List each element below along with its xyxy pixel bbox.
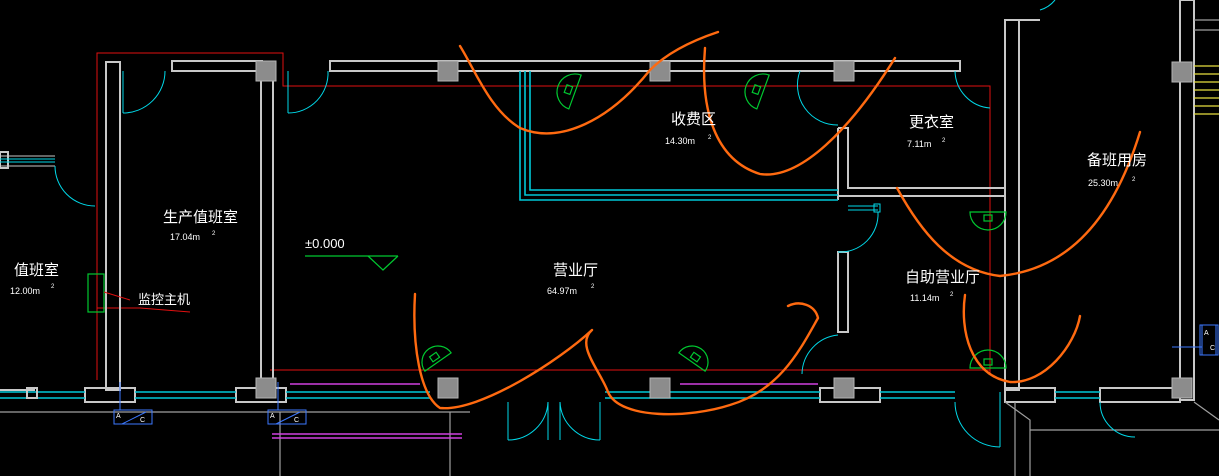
camera-icon xyxy=(556,73,582,110)
column xyxy=(649,60,671,82)
camera-icon xyxy=(969,211,1007,231)
room-locker: 更衣室 7.11m 2 xyxy=(907,113,954,149)
room-duty: 值班室 12.00m 2 xyxy=(10,261,59,296)
section-tag-sub: C xyxy=(294,417,299,424)
section-tag-sub: C xyxy=(1210,345,1215,352)
svg-text:2: 2 xyxy=(950,292,954,298)
room-area: 25.30m xyxy=(1088,178,1118,188)
beam-lines xyxy=(272,383,818,439)
monitor-host-device xyxy=(87,273,131,313)
column xyxy=(437,60,459,82)
camera-icon xyxy=(421,345,452,373)
monitor-host-label: 监控主机 xyxy=(138,293,190,308)
room-name: 营业厅 xyxy=(553,261,598,279)
section-tag-1: A C xyxy=(113,382,153,425)
camera-symbols xyxy=(421,73,1007,373)
coverage-markup-curves xyxy=(413,30,1142,416)
section-tag-3: A C xyxy=(1199,324,1219,356)
column xyxy=(1171,61,1193,83)
room-area: 17.04m xyxy=(170,232,200,242)
level-mark-label: ±0.000 xyxy=(305,236,345,251)
section-tag-sub: C xyxy=(140,417,145,424)
camera-icon xyxy=(969,349,1007,369)
column xyxy=(255,377,277,399)
column xyxy=(255,60,277,82)
room-name: 生产值班室 xyxy=(163,208,238,226)
room-name: 备班用房 xyxy=(1087,151,1147,169)
svg-text:2: 2 xyxy=(1132,177,1136,183)
column xyxy=(437,377,459,399)
structural-columns xyxy=(26,60,1193,399)
column xyxy=(1171,377,1193,399)
door-swings xyxy=(54,0,1136,448)
level-marker: ±0.000 xyxy=(305,236,399,271)
svg-text:2: 2 xyxy=(708,135,712,141)
room-area: 12.00m xyxy=(10,286,40,296)
svg-text:2: 2 xyxy=(51,284,55,290)
room-fee-area: 收费区 14.30m 2 xyxy=(665,110,716,146)
staircase xyxy=(1172,65,1219,356)
windows xyxy=(0,71,1100,399)
room-name: 值班室 xyxy=(14,261,59,279)
camera-icon xyxy=(744,73,770,110)
column xyxy=(833,377,855,399)
room-name: 自助营业厅 xyxy=(905,268,980,286)
section-tag-letter: A xyxy=(116,413,121,420)
section-tag-letter: A xyxy=(1204,330,1209,337)
room-business-hall: 营业厅 64.97m 2 xyxy=(547,261,598,296)
svg-text:2: 2 xyxy=(942,138,946,144)
section-tag-letter: A xyxy=(270,413,275,420)
column xyxy=(833,60,855,82)
room-boundary-lines xyxy=(96,52,991,380)
column xyxy=(649,377,671,399)
room-production-duty: 生产值班室 17.04m 2 xyxy=(163,208,238,242)
room-area: 7.11m xyxy=(907,139,931,149)
room-area: 11.14m xyxy=(910,293,939,303)
room-area: 64.97m xyxy=(547,286,577,296)
room-standby: 备班用房 25.30m 2 xyxy=(1087,151,1147,188)
svg-text:2: 2 xyxy=(212,231,216,237)
camera-icon xyxy=(678,345,709,373)
room-self-service: 自助营业厅 11.14m 2 xyxy=(905,268,980,303)
room-name: 收费区 xyxy=(671,110,716,128)
svg-text:2: 2 xyxy=(591,284,595,290)
room-area: 14.30m xyxy=(665,136,695,146)
room-name: 更衣室 xyxy=(909,113,954,131)
section-tag-2: A C xyxy=(267,382,307,425)
